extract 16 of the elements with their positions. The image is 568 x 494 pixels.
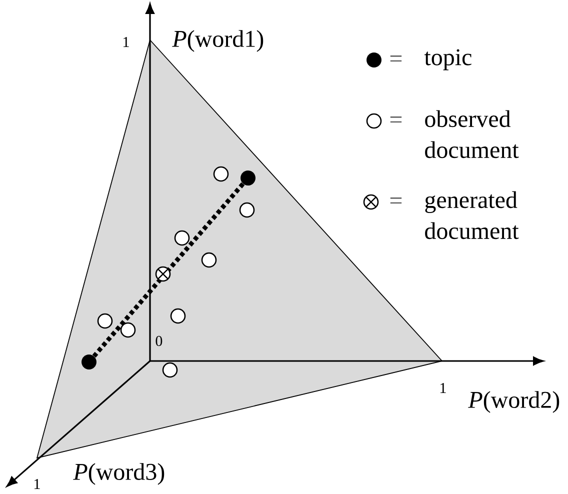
- tick-label: 1: [34, 479, 40, 489]
- tick-label: 1: [440, 383, 446, 393]
- legend-text: observed document: [425, 110, 519, 158]
- equals-sign: =: [390, 116, 402, 122]
- topic-dot: [82, 354, 96, 370]
- tick-label: 1: [124, 37, 129, 47]
- legend-text: generated document: [425, 191, 519, 240]
- axis-label: P(word1): [172, 30, 264, 52]
- axis-label: P(word3): [73, 463, 164, 485]
- dotted-line: [92, 182, 245, 358]
- equals-sign: =: [390, 56, 402, 62]
- legend-text: topic: [424, 49, 472, 70]
- tick-label: 0: [156, 336, 162, 346]
- axis-label: P(word2): [468, 391, 560, 413]
- topic-dot: [240, 170, 256, 186]
- equals-sign: =: [390, 198, 402, 204]
